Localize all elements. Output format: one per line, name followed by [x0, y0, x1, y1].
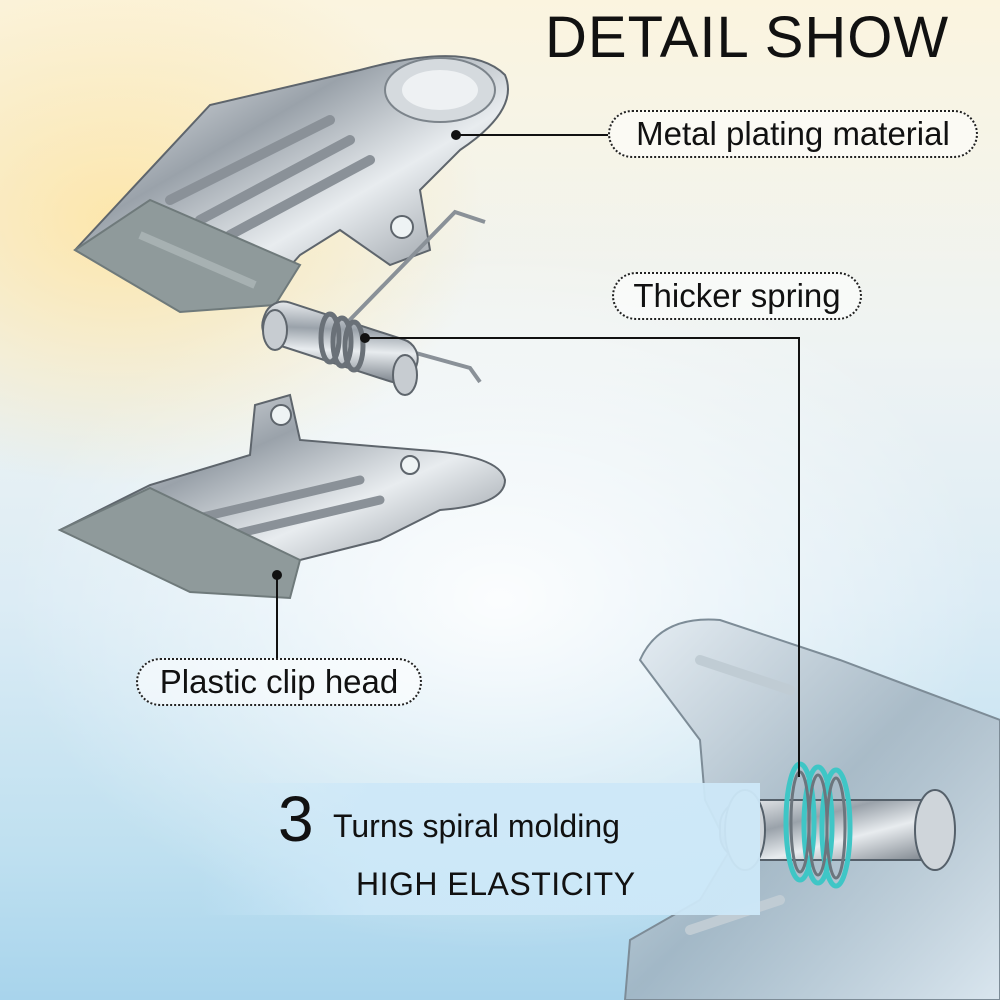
leader-line-plastic	[276, 575, 278, 658]
lower-metal-jaw	[57, 393, 507, 600]
spring-assembly	[261, 209, 486, 396]
leader-line-spring-vertical	[798, 337, 800, 777]
upper-metal-jaw	[73, 55, 509, 314]
leader-line-metal	[456, 134, 608, 136]
page-title: DETAIL SHOW	[545, 5, 950, 70]
leader-dot-spring	[360, 333, 370, 343]
callout-elasticity-text: HIGH ELASTICITY	[356, 866, 636, 902]
leader-dot-metal	[451, 130, 461, 140]
callout-band	[200, 783, 760, 915]
label-metal-plating: Metal plating material	[608, 110, 978, 158]
label-thicker-spring: Thicker spring	[612, 272, 862, 320]
callout-spiral-text: Turns spiral molding	[333, 808, 620, 844]
callout-number: 3	[278, 783, 314, 855]
leader-line-spring-horizontal	[365, 337, 800, 339]
leader-dot-plastic	[272, 570, 282, 580]
label-plastic-clip-head: Plastic clip head	[136, 658, 422, 706]
